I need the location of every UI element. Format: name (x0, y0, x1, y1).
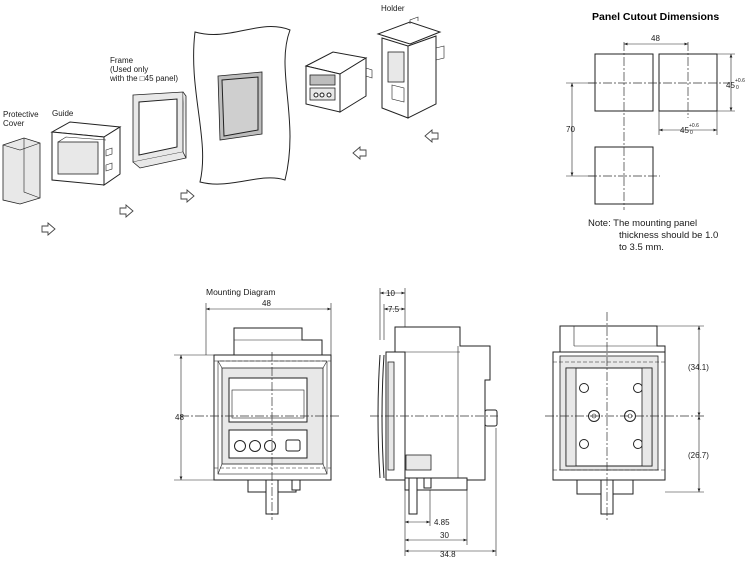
cutout-note-line-1: Note: The mounting panel (588, 218, 697, 229)
side-dim-10: 10 (386, 289, 395, 298)
frame-label: Frame (Used only with the □45 panel) (109, 56, 178, 83)
cutout-dim-70: 70 (566, 125, 575, 134)
panel-drawing (193, 26, 291, 185)
protective-cover-line-2: Cover (3, 119, 25, 128)
frame-line-3: with the □45 panel) (109, 74, 178, 83)
cutout-tol-lower-right: 0 (736, 85, 739, 91)
side-dim-4-85: 4.85 (434, 518, 450, 527)
cutout-dim-45-right: 45 (726, 81, 735, 90)
mounting-title: Mounting Diagram (206, 287, 275, 297)
back-dim-26-7: (26.7) (688, 451, 709, 460)
front-dim-width-48: 48 (262, 299, 271, 308)
cutout-tol-upper-right: +0.6 (735, 78, 745, 84)
guide-label: Guide (52, 109, 74, 118)
mounting-side-view: 10 7.5 4.85 30 34.8 (370, 288, 498, 559)
assembly-arrow-4 (352, 146, 367, 160)
assembly-arrow-1 (41, 222, 56, 236)
timer-unit-drawing (304, 51, 373, 113)
frame-drawing (132, 91, 187, 169)
mounting-back-view: (34.1) (26.7) (545, 312, 709, 520)
protective-cover-label: Protective Cover (3, 110, 41, 128)
back-dim-34-1: (34.1) (688, 363, 709, 372)
cutout-dim-48: 48 (651, 34, 660, 43)
cutout-tol-lower-bottom: 0 (690, 130, 693, 136)
protective-cover-line-1: Protective (3, 110, 39, 119)
assembly-arrow-2 (119, 204, 134, 218)
protective-cover-drawing (2, 137, 41, 205)
frame-line-2: (Used only (110, 65, 148, 74)
side-dim-34-8: 34.8 (440, 550, 456, 559)
guide-drawing (50, 121, 122, 186)
frame-line-1: Frame (110, 56, 134, 65)
side-dim-7-5: 7.5 (388, 305, 400, 314)
assembly-arrow-5 (424, 129, 439, 143)
holder-label: Holder (381, 4, 405, 13)
mounting-front-view: Mounting Diagram 48 (174, 287, 340, 520)
cutout-tol-upper-bottom: +0.6 (689, 123, 699, 129)
cutout-title: Panel Cutout Dimensions (592, 11, 719, 23)
cutout-dim-45-bottom: 45 (680, 126, 689, 135)
exploded-view: Protective Cover Guide Frame (Used only … (2, 4, 445, 236)
front-dim-height-48: 48 (175, 413, 184, 422)
cutout-note-line-2: thickness should be 1.0 (619, 230, 718, 241)
cutout-note-line-3: to 3.5 mm. (619, 242, 664, 253)
assembly-arrow-3 (180, 189, 195, 203)
holder-drawing (376, 16, 445, 119)
panel-cutout-section: Panel Cutout Dimensions 48 45 +0.6 0 45 … (566, 11, 745, 253)
side-dim-30: 30 (440, 531, 449, 540)
assembly-arrows (41, 129, 439, 236)
